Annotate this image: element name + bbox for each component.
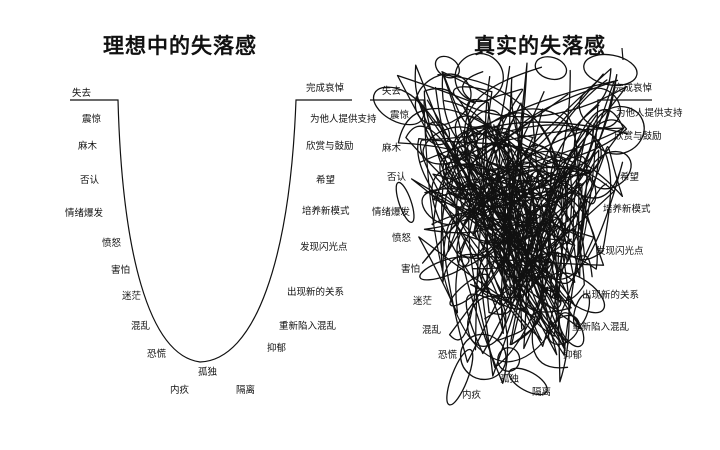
u-curve-line bbox=[70, 99, 352, 363]
scribble-stroke bbox=[396, 71, 625, 286]
real-stage-chaos: 混乱 bbox=[422, 325, 442, 336]
scribble-loop bbox=[555, 272, 606, 314]
scribble-loop bbox=[421, 191, 460, 226]
scribble-loop bbox=[525, 251, 568, 279]
stage-chaos: 混乱 bbox=[131, 321, 151, 332]
stage-shock: 震惊 bbox=[82, 114, 102, 125]
real-stage-confused: 迷茫 bbox=[413, 296, 433, 307]
real-stage-find-highlight: 发现闪光点 bbox=[596, 246, 644, 257]
scribble-loop bbox=[578, 87, 621, 129]
scribble-loop bbox=[592, 105, 645, 155]
scribble-loop bbox=[520, 256, 548, 283]
scribble-loop bbox=[572, 293, 591, 328]
stage-appreciation: 欣赏与鼓励 bbox=[306, 141, 354, 152]
scribble-stroke bbox=[419, 99, 612, 346]
stage-relapse: 重新陷入混乱 bbox=[279, 321, 337, 332]
scribble-loop bbox=[534, 56, 568, 81]
real-stage-support-others: 为他人提供支持 bbox=[616, 108, 683, 119]
stage-find-highlight: 发现闪光点 bbox=[300, 242, 348, 253]
scribble-loop bbox=[372, 86, 425, 126]
stage-confused: 迷茫 bbox=[122, 291, 142, 302]
stage-new-relationship: 出现新的关系 bbox=[287, 287, 345, 298]
scribble-loop bbox=[547, 314, 580, 346]
scribble-loop bbox=[419, 256, 470, 281]
real-stage-denial: 否认 bbox=[387, 172, 407, 183]
ideal-loss-panel: 理想中的失落感 失去 震惊 麻木 否认 情绪爆发 愤怒 害怕 迷茫 混乱 恐慌 … bbox=[65, 34, 377, 396]
stage-depression: 抑郁 bbox=[267, 343, 287, 354]
scribble-loop bbox=[504, 259, 548, 279]
stage-anger: 愤怒 bbox=[102, 238, 122, 249]
scribble-stroke bbox=[468, 73, 618, 369]
real-stage-new-relationship: 出现新的关系 bbox=[582, 290, 640, 301]
real-stage-guilt: 内疚 bbox=[462, 390, 482, 401]
stage-support-others: 为他人提供支持 bbox=[310, 114, 377, 125]
real-stage-fear: 害怕 bbox=[401, 264, 421, 275]
scribble-loop bbox=[449, 273, 489, 307]
scribble-loop bbox=[524, 229, 550, 281]
tangled-scribble bbox=[372, 52, 645, 406]
real-stage-anger: 愤怒 bbox=[392, 233, 412, 244]
real-stage-numb: 麻木 bbox=[382, 143, 402, 154]
stage-denial: 否认 bbox=[80, 175, 100, 186]
scribble-loop bbox=[414, 73, 472, 126]
scribble-loop bbox=[485, 145, 520, 176]
real-stage-complete-mourning: 完成哀悼 bbox=[614, 83, 653, 94]
scribble-loop bbox=[539, 287, 562, 310]
stage-loneliness: 孤独 bbox=[198, 367, 218, 378]
scribble-stroke bbox=[416, 65, 587, 384]
real-stage-shock: 震惊 bbox=[390, 110, 410, 121]
stage-complete-mourning: 完成哀悼 bbox=[306, 83, 345, 94]
ideal-loss-curve bbox=[70, 99, 352, 363]
real-stage-relapse: 重新陷入混乱 bbox=[572, 322, 630, 333]
real-stage-isolation: 隔离 bbox=[532, 387, 552, 398]
stage-guilt: 内疚 bbox=[170, 385, 190, 396]
ink-mark bbox=[621, 47, 624, 61]
real-loss-panel: 真实的失落感 失去 震惊 麻木 否认 情绪爆发 愤怒 害怕 迷茫 混乱 恐慌 内… bbox=[360, 0, 720, 450]
scribble-loop bbox=[549, 128, 602, 177]
scribble-loop bbox=[446, 348, 474, 406]
stage-new-pattern: 培养新模式 bbox=[302, 206, 350, 217]
real-stage-appreciation: 欣赏与鼓励 bbox=[614, 131, 662, 142]
ideal-loss-title: 理想中的失落感 bbox=[103, 34, 257, 58]
scribble-loop bbox=[467, 295, 507, 347]
real-loss-curve bbox=[370, 47, 652, 406]
real-stage-hope: 希望 bbox=[620, 172, 640, 183]
stage-isolation: 隔离 bbox=[236, 385, 256, 396]
scribble-loop bbox=[439, 155, 482, 201]
stage-fear: 害怕 bbox=[111, 265, 131, 276]
real-stage-loneliness: 孤独 bbox=[500, 374, 520, 385]
stage-loss: 失去 bbox=[72, 88, 92, 99]
stage-hope: 希望 bbox=[316, 175, 336, 186]
real-loss-title: 真实的失落感 bbox=[474, 34, 606, 58]
scribble-loop bbox=[583, 53, 638, 86]
scribble-loop bbox=[454, 52, 504, 103]
real-stage-panic: 恐慌 bbox=[438, 350, 458, 361]
scribble-loop bbox=[475, 206, 521, 230]
scribble-loop bbox=[519, 144, 556, 188]
scribble-loop bbox=[434, 55, 460, 79]
scribble-loop bbox=[589, 150, 632, 190]
real-stage-new-pattern: 培养新模式 bbox=[603, 204, 651, 215]
real-stage-depression: 抑郁 bbox=[563, 350, 583, 361]
real-stage-loss: 失去 bbox=[382, 86, 402, 97]
scribble-loop bbox=[467, 109, 504, 149]
stage-panic: 恐慌 bbox=[147, 349, 167, 360]
scribble-loop bbox=[460, 183, 483, 212]
stage-outburst: 情绪爆发 bbox=[65, 208, 104, 219]
scribble-stroke bbox=[469, 68, 612, 377]
stage-numb: 麻木 bbox=[78, 141, 98, 152]
scribble-loop bbox=[422, 126, 479, 165]
real-stage-outburst: 情绪爆发 bbox=[372, 207, 411, 218]
scribble-loop bbox=[395, 181, 415, 224]
scribble-loop bbox=[497, 347, 521, 372]
